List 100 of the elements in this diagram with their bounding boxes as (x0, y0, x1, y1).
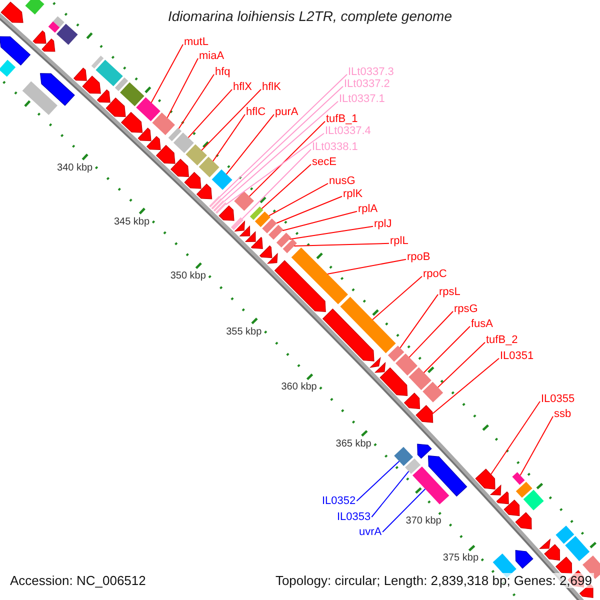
cds-feature (416, 404, 434, 423)
gene-label: fusA (471, 318, 494, 330)
gene-label: hflK (262, 81, 281, 93)
gene-block (512, 472, 525, 485)
gene-label: rplJ (374, 218, 392, 230)
scale-label: 345 kbp (114, 216, 150, 228)
cds-feature (42, 38, 56, 52)
gene-block (250, 206, 264, 220)
cds-feature (170, 158, 190, 178)
gene-label: rpoB (407, 251, 430, 263)
gene-label: IL0355 (541, 393, 575, 405)
gene-block (394, 446, 414, 466)
gene-label: tufB_2 (486, 334, 518, 346)
gene-block (405, 458, 421, 474)
gene-block (168, 128, 182, 142)
cds-feature (404, 392, 420, 410)
trna-block (216, 202, 227, 214)
leader-line (276, 196, 342, 224)
leader-line (219, 74, 348, 198)
gene-block (408, 367, 432, 390)
gene-label: nusG (329, 175, 356, 187)
gene-label: mutL (184, 36, 208, 48)
leader-line (188, 88, 232, 138)
scale-label: 355 kbp (226, 326, 262, 338)
gene-label: hflX (233, 81, 252, 93)
gene-block (291, 248, 348, 304)
gene-block (152, 112, 175, 136)
scale-label: 365 kbp (336, 438, 372, 450)
gene-label: miaA (199, 50, 224, 62)
cds-feature (259, 245, 272, 258)
gene-block (48, 21, 60, 33)
gene-label: rplL (390, 235, 408, 247)
gene-block (340, 296, 396, 354)
leader-line (242, 148, 312, 220)
leader-line (400, 294, 438, 348)
gene-block (25, 0, 44, 14)
cds-feature (0, 2, 24, 23)
leader-line (178, 74, 214, 129)
cds-feature (32, 30, 46, 44)
genome-stats-text: Topology: circular; Length: 2,839,318 bp; Genes: 2,699 (273, 573, 594, 588)
gene-label: purA (275, 106, 298, 118)
scale-label: 370 kbp (406, 515, 442, 526)
cds-feature (544, 544, 560, 561)
cds-feature (0, 36, 31, 66)
gene-label: rpoC (423, 268, 447, 280)
gene-block (114, 77, 128, 92)
gene-label: IL0352 (322, 495, 356, 507)
scale-label: 350 kbp (170, 270, 206, 282)
gene-block (523, 490, 544, 510)
gene-block (565, 536, 590, 562)
leader-line (294, 242, 390, 246)
accession-text: Accession: NC_006512 (8, 573, 148, 588)
cds-feature (146, 136, 161, 150)
gene-block (173, 132, 194, 154)
gene-block (276, 232, 292, 248)
leader-line (356, 460, 400, 502)
gene-block (136, 97, 160, 122)
trna-block (213, 200, 225, 212)
gene-label: ILt0337.4 (325, 125, 371, 137)
gene-block (120, 82, 144, 106)
gene-label: rplA (358, 203, 378, 215)
cds-feature (428, 455, 468, 497)
leader-line (166, 58, 198, 118)
leader-line (268, 182, 328, 216)
leader-line (372, 276, 422, 320)
cds-feature (73, 68, 87, 81)
cds-feature (515, 512, 532, 530)
gene-label: rpsG (454, 303, 478, 315)
leader-line (432, 358, 500, 414)
gene-label: uvrA (359, 526, 382, 538)
cds-feature (322, 308, 374, 362)
leader-line (282, 210, 358, 232)
gene-block (186, 144, 207, 166)
cds-feature (374, 362, 386, 373)
gene-block (212, 169, 232, 190)
gene-block (254, 212, 270, 228)
gene-block (198, 156, 220, 178)
gene-block (388, 346, 404, 362)
map-title: Idiomarina loihiensis L2TR, complete genome (168, 7, 452, 25)
cds-feature (106, 97, 126, 117)
cds-feature (120, 112, 143, 133)
gene-label: IL0353 (337, 511, 371, 523)
leader-line (224, 100, 338, 202)
cds-feature (274, 260, 326, 312)
gene-label: tufB_1 (326, 113, 358, 125)
gene-label: ILt0338.1 (312, 141, 358, 153)
cds-feature (138, 128, 152, 142)
gene-block (396, 354, 418, 376)
gene-block (282, 239, 297, 254)
leader-line (327, 258, 406, 274)
cds-feature (82, 76, 101, 94)
gene-label: hflC (246, 106, 266, 118)
cds-feature (539, 538, 551, 549)
gene-block (22, 81, 58, 115)
gene-label: ILt0337.2 (344, 78, 390, 90)
gene-block (53, 16, 64, 28)
cds-feature (515, 550, 534, 569)
cds-feature (417, 444, 432, 459)
cds-feature (380, 367, 408, 396)
cds-feature (369, 356, 381, 368)
